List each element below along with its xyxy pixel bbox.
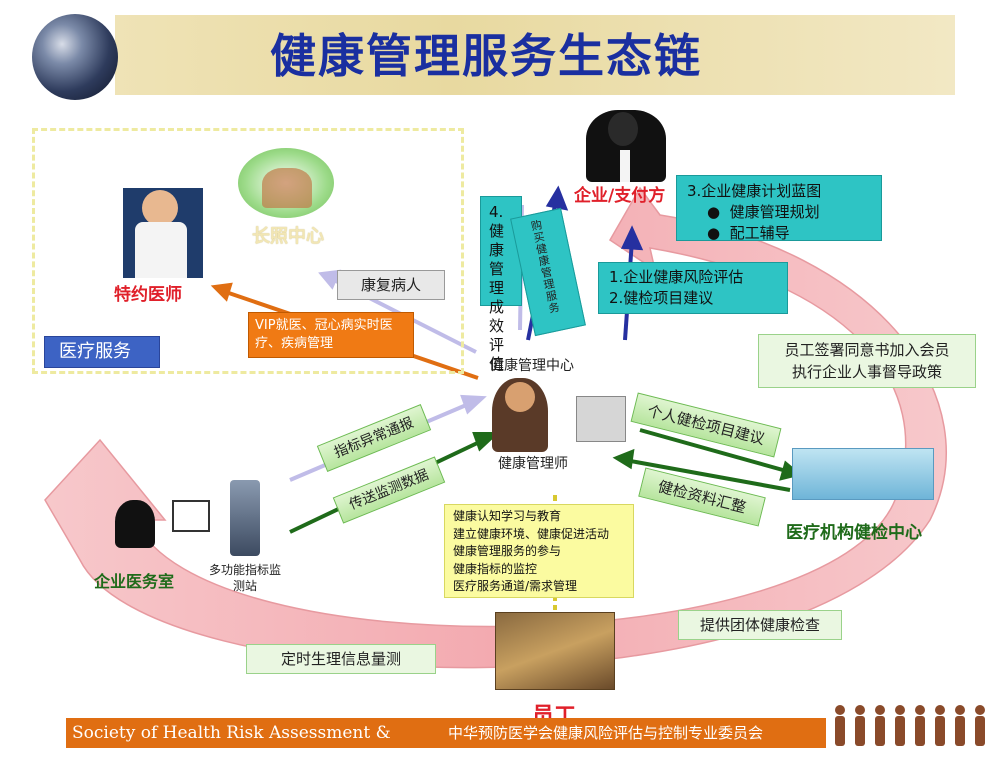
- timed-measurement-box: 定时生理信息量测: [246, 644, 436, 674]
- doctor-head-icon: [142, 190, 178, 226]
- plan-blueprint-item: ● 健康管理规划: [707, 203, 820, 221]
- plan-blueprint-box: 3.企业健康计划蓝图 ● 健康管理规划 ● 配工辅导: [676, 175, 882, 242]
- caregiver-figure-icon: [262, 168, 312, 208]
- activity-item: 医疗服务通道/需求管理: [453, 579, 578, 593]
- member-policy-item: 员工签署同意书加入会员: [784, 341, 950, 359]
- plan-blueprint-item: ● 配工辅导: [707, 224, 790, 242]
- contracted-doctor-label: 特约医师: [114, 285, 182, 305]
- title-banner: [115, 15, 955, 95]
- kiosk-label: 多功能指标监测站: [208, 563, 281, 593]
- doctor-coat-icon: [135, 222, 187, 278]
- activity-item: 健康指标的监控: [453, 561, 538, 576]
- member-policy-item: 执行企业人事督导政策: [791, 363, 942, 381]
- member-policy-box: 员工签署同意书加入会员 执行企业人事督导政策: [758, 334, 976, 388]
- health-manager-label: 健康管理师: [498, 456, 568, 472]
- footer-chinese: 中华预防医学会健康风险评估与控制专业委员会: [448, 724, 764, 742]
- medical-service-label: 医疗服务: [44, 336, 160, 368]
- executive-shirt-icon: [620, 150, 630, 182]
- buy-service-label: 购买健康管理服务: [529, 218, 561, 316]
- activity-item: 健康管理服务的参与: [453, 544, 562, 558]
- globe-icon: [32, 14, 118, 100]
- effect-evaluation-box: 4.健康管理成效评值: [480, 196, 522, 373]
- enterprise-clinic-label: 企业医务室: [94, 572, 175, 591]
- plan-blueprint-title: 3.企业健康计划蓝图: [687, 182, 822, 200]
- checkup-center-photo-icon: [792, 448, 934, 500]
- activity-item: 健康认知学习与教育: [453, 509, 562, 523]
- footer-english: Society of Health Risk Assessment & Cont…: [72, 723, 391, 773]
- activity-item: 建立健康环境、健康促进活动: [453, 526, 610, 541]
- computer-icon: [576, 396, 626, 442]
- kiosk-icon: [230, 480, 260, 556]
- risk-evaluation-item: 2.健检项目建议: [609, 289, 714, 307]
- enterprise-payer-label: 企业/支付方: [574, 186, 666, 206]
- health-manager-head-icon: [505, 382, 535, 412]
- clinic-doctor-icon: [115, 500, 155, 548]
- medical-service-area: [32, 128, 464, 374]
- page-title: 健康管理服务生态链: [270, 29, 702, 83]
- vip-service-box: VIP就医、冠心病实时医疗、疾病管理: [248, 312, 414, 358]
- arrow-data-collect: [624, 458, 791, 492]
- footer-bar: [66, 718, 826, 748]
- employee-activities-box: 健康认知学习与教育 建立健康环境、健康促进活动 健康管理服务的参与 健康指标的监…: [444, 504, 634, 598]
- people-silhouette-icon: [835, 705, 985, 746]
- health-management-center-label: 健康管理中心: [490, 358, 574, 374]
- group-checkup-box: 提供团体健康检查: [678, 610, 842, 640]
- risk-evaluation-item: 1.企业健康风险评估: [609, 268, 744, 286]
- rehab-patient-box: 康复病人: [337, 270, 445, 300]
- clinic-board-icon: [172, 500, 210, 532]
- executive-head-icon: [608, 112, 638, 146]
- checkup-center-label: 医疗机构健检中心: [786, 523, 922, 543]
- long-term-care-label: 长照中心: [252, 226, 324, 247]
- employees-meeting-photo-icon: [495, 612, 615, 690]
- arrow-personal-checkup: [639, 428, 791, 474]
- risk-evaluation-box: 1.企业健康风险评估 2.健检项目建议: [598, 262, 788, 314]
